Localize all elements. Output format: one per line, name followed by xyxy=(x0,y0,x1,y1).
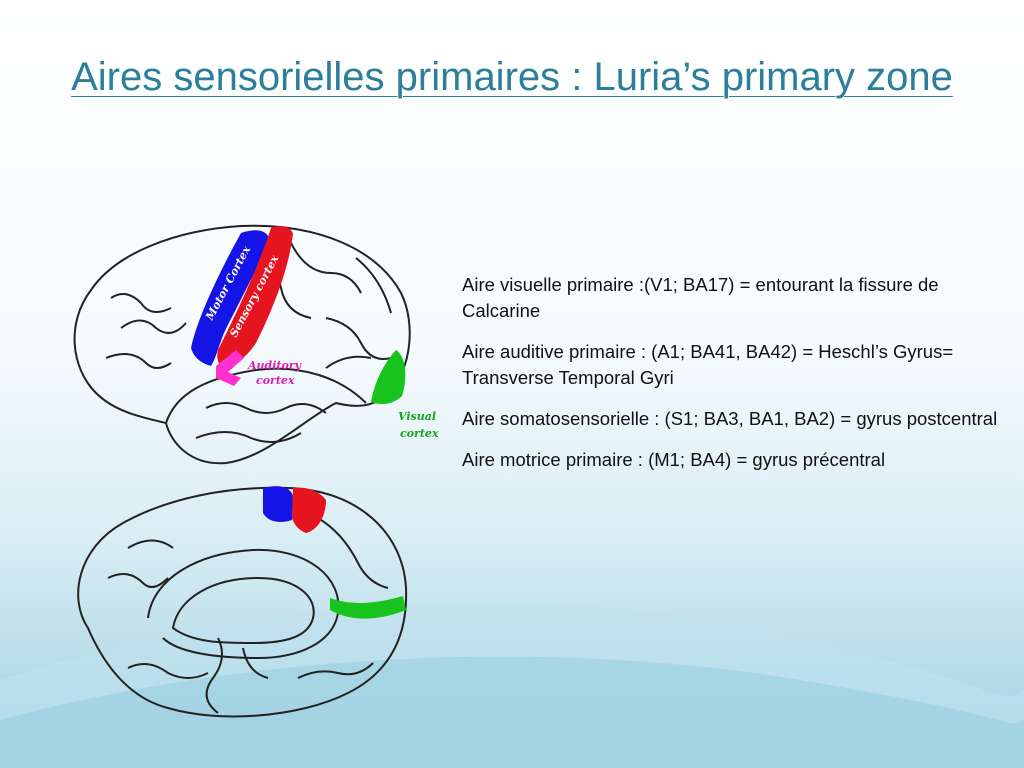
auditory-cortex-label-line2: cortex xyxy=(256,374,295,387)
motor-cortex-medial-region xyxy=(263,486,293,522)
medial-brain-diagram xyxy=(77,486,408,718)
bullet-visual-area: Aire visuelle primaire :(V1; BA17) = ent… xyxy=(462,274,939,321)
visual-cortex-region xyxy=(371,350,406,404)
slide-title: Aires sensorielles primaires : Luria’s p… xyxy=(71,55,953,99)
bullet-somatosensory-area: Aire somatosensorielle : (S1; BA3, BA1, … xyxy=(462,408,998,429)
sensory-cortex-medial-region xyxy=(292,487,326,533)
visual-cortex-label-line2: cortex xyxy=(400,427,439,440)
auditory-cortex-region xyxy=(216,350,244,386)
bullet-list: Aire visuelle primaire :(V1; BA17) = ent… xyxy=(462,272,1007,488)
motor-cortex-region xyxy=(191,230,269,366)
visual-cortex-medial-region xyxy=(330,596,406,619)
bullet-motor-area: Aire motrice primaire : (M1; BA4) = gyru… xyxy=(462,449,886,470)
visual-cortex-label-line1: Visual xyxy=(398,410,436,423)
background-wave xyxy=(0,602,1024,768)
sensory-cortex-region xyxy=(217,226,293,368)
lateral-brain-diagram: Motor Cortex Sensory cortex Auditory cor… xyxy=(73,224,439,465)
bullet-auditory-area: Aire auditive primaire : (A1; BA41, BA42… xyxy=(462,341,954,388)
medial-brain-outline xyxy=(77,486,408,718)
lateral-brain-outline xyxy=(73,224,411,465)
auditory-cortex-label-line1: Auditory xyxy=(247,359,303,372)
